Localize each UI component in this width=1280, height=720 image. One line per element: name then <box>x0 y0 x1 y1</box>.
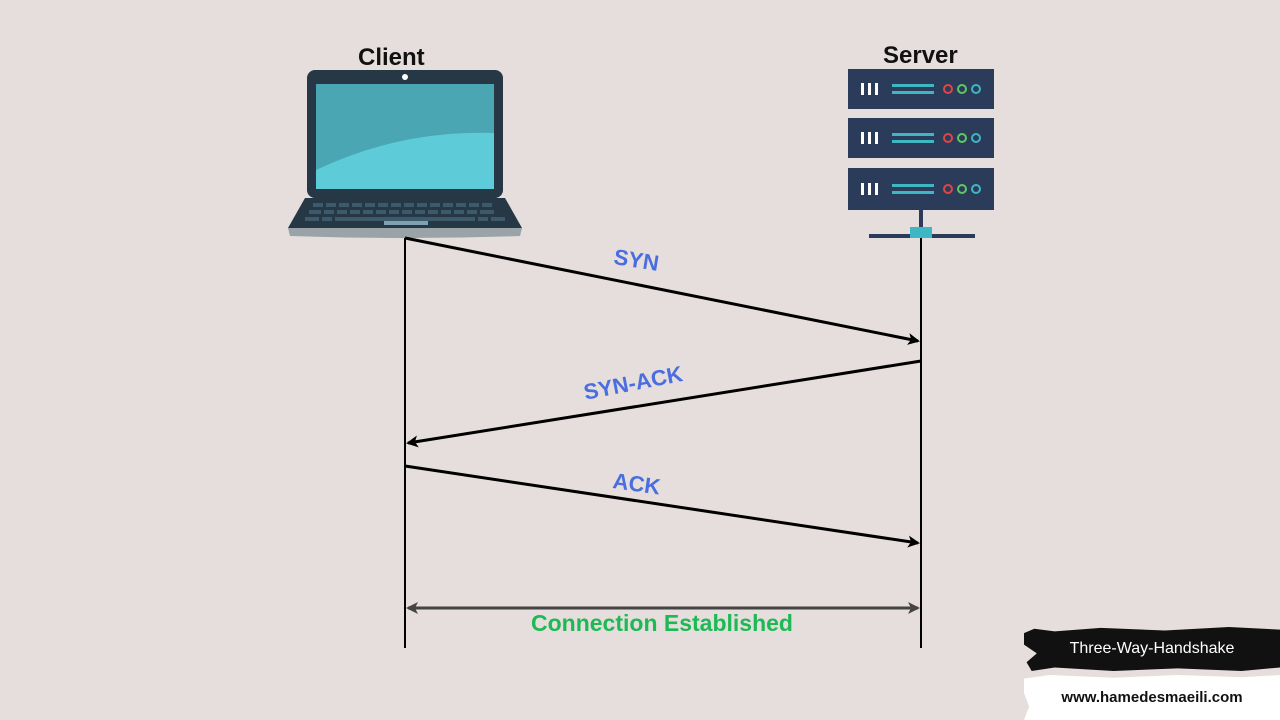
laptop-icon <box>288 70 522 238</box>
ack-arrow <box>404 464 920 548</box>
syn-ack-arrow <box>406 359 922 448</box>
syn-arrow <box>404 236 920 345</box>
branding-website-tag: www.hamedesmaeili.com <box>1024 675 1280 720</box>
server-label: Server <box>883 42 958 69</box>
server-rack-icon <box>848 69 994 238</box>
connection-established-label: Connection Established <box>531 610 793 636</box>
client-label: Client <box>358 44 425 71</box>
branding-title-tag: Three-Way-Handshake <box>1024 627 1280 671</box>
